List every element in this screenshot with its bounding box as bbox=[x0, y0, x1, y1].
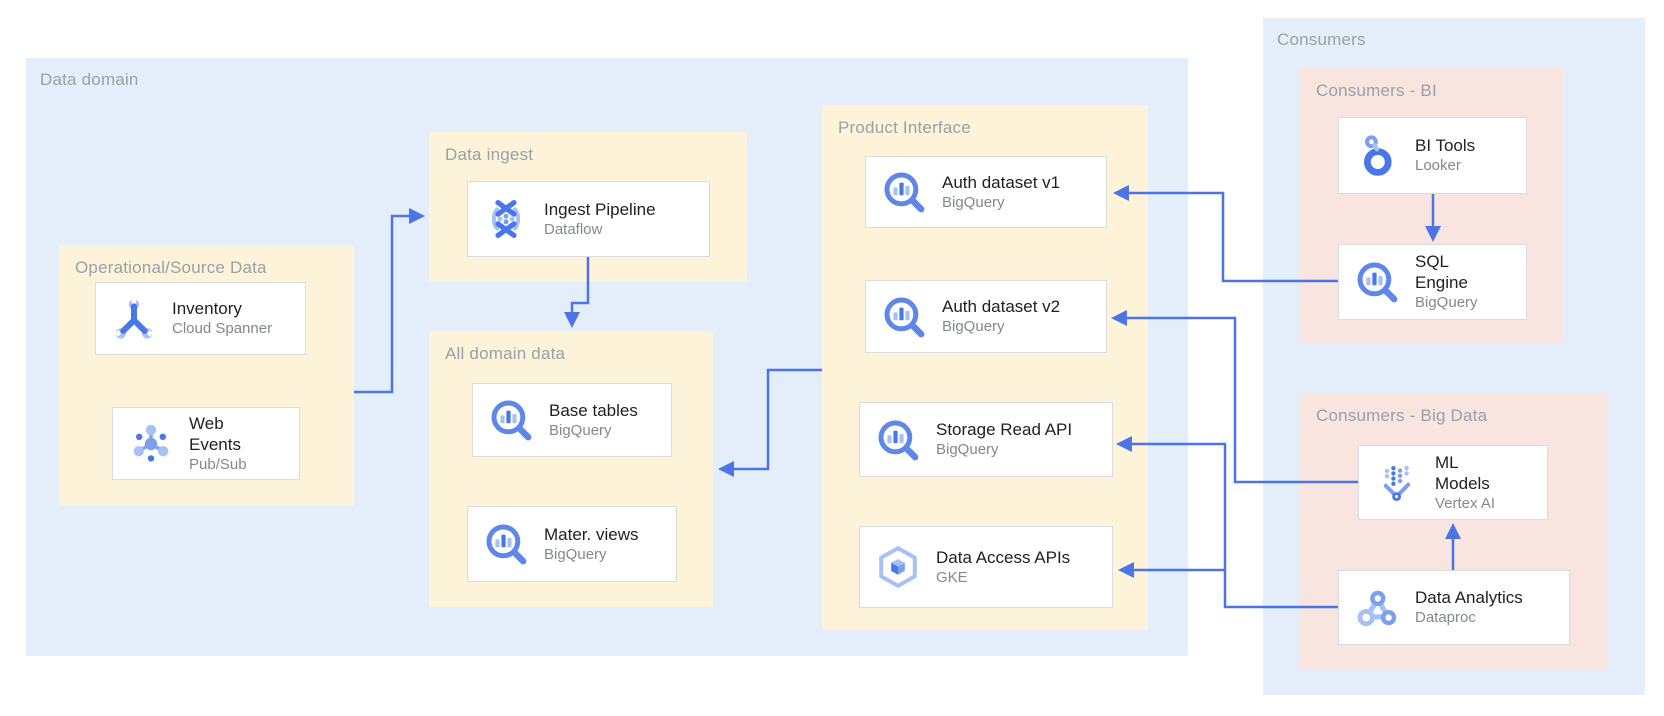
bigquery-icon bbox=[878, 166, 930, 218]
node-data-analytics: Data Analytics Dataproc bbox=[1338, 570, 1570, 645]
group-product-interface-title: Product Interface bbox=[838, 118, 971, 137]
group-product-interface: Product Interface Auth dataset v1 BigQue… bbox=[822, 105, 1148, 630]
node-auth-dataset-v1: Auth dataset v1 BigQuery bbox=[865, 156, 1107, 228]
group-data-ingest: Data ingest Ingest Pipeline Dataflow bbox=[429, 132, 747, 282]
node-web-events: Web Events Pub/Sub bbox=[112, 407, 300, 480]
bigquery-icon bbox=[480, 518, 532, 570]
node-label: Inventory bbox=[172, 299, 242, 318]
dataproc-icon bbox=[1351, 582, 1403, 634]
node-label: Data Access APIs bbox=[936, 547, 1071, 567]
group-consumers-big-data: Consumers - Big Data ML Models Vertex AI… bbox=[1300, 393, 1608, 670]
node-storage-read-api: Storage Read API BigQuery bbox=[859, 402, 1113, 477]
node-sql-engine: SQL Engine BigQuery bbox=[1338, 244, 1527, 320]
node-inventory: Inventory Cloud Spanner bbox=[95, 282, 306, 355]
node-ml-models: ML Models Vertex AI bbox=[1358, 445, 1548, 520]
node-service: Looker bbox=[1415, 157, 1461, 174]
node-service: Dataflow bbox=[544, 220, 603, 238]
node-service: Vertex AI bbox=[1435, 494, 1496, 512]
node-base-tables: Base tables BigQuery bbox=[472, 383, 672, 457]
group-consumers-bi: Consumers - BI BI Tools Looker SQL Engin… bbox=[1300, 68, 1563, 343]
node-ingest-pipeline: Ingest Pipeline Dataflow bbox=[467, 181, 710, 257]
node-service: BigQuery bbox=[549, 421, 612, 439]
node-label: Base tables bbox=[549, 400, 638, 420]
panel-data-domain-title: Data domain bbox=[40, 70, 139, 89]
group-all-domain-title: All domain data bbox=[445, 344, 566, 363]
node-label: Auth dataset v2 bbox=[942, 297, 1061, 316]
node-label: Mater. views bbox=[544, 524, 639, 544]
bigquery-icon bbox=[485, 394, 537, 446]
looker-icon bbox=[1351, 130, 1403, 182]
node-service: GKE bbox=[936, 568, 968, 586]
node-label: ML Models bbox=[1435, 452, 1490, 493]
vertex-ai-icon bbox=[1371, 457, 1423, 509]
dataflow-icon bbox=[480, 193, 532, 245]
cloud-spanner-icon bbox=[108, 293, 160, 345]
node-label: Auth dataset v1 bbox=[942, 172, 1061, 192]
group-consumers-big-data-title: Consumers - Big Data bbox=[1316, 406, 1488, 425]
node-label: Storage Read API bbox=[936, 420, 1073, 439]
group-operational-source-data: Operational/Source Data Inventory Cloud … bbox=[59, 245, 354, 506]
group-consumers-bi-title: Consumers - BI bbox=[1316, 81, 1437, 100]
node-label: SQL Engine bbox=[1415, 252, 1468, 292]
node-label: Ingest Pipeline bbox=[544, 199, 656, 219]
group-all-domain-data: All domain data Base tables BigQuery Mat… bbox=[429, 331, 713, 607]
node-auth-dataset-v2: Auth dataset v2 BigQuery bbox=[865, 280, 1107, 353]
panel-consumers-title: Consumers bbox=[1277, 30, 1366, 49]
node-service: BigQuery bbox=[1415, 294, 1478, 311]
gke-icon bbox=[872, 541, 924, 593]
node-mater-views: Mater. views BigQuery bbox=[467, 506, 677, 582]
bigquery-icon bbox=[872, 414, 924, 466]
node-service: Dataproc bbox=[1415, 609, 1476, 626]
group-operational-title: Operational/Source Data bbox=[75, 258, 267, 277]
group-data-ingest-title: Data ingest bbox=[445, 145, 534, 164]
node-service: BigQuery bbox=[942, 318, 1005, 335]
node-label: Web Events bbox=[189, 413, 241, 454]
node-data-access-apis: Data Access APIs GKE bbox=[859, 526, 1113, 608]
bigquery-icon bbox=[878, 291, 930, 343]
node-label: BI Tools bbox=[1415, 136, 1476, 155]
pubsub-icon bbox=[125, 418, 177, 470]
node-service: Pub/Sub bbox=[189, 455, 247, 473]
node-service: BigQuery bbox=[936, 441, 999, 458]
node-service: BigQuery bbox=[942, 193, 1005, 211]
node-bi-tools: BI Tools Looker bbox=[1338, 117, 1527, 194]
node-service: BigQuery bbox=[544, 545, 607, 563]
bigquery-icon bbox=[1351, 256, 1403, 308]
node-service: Cloud Spanner bbox=[172, 320, 273, 337]
node-label: Data Analytics bbox=[1415, 588, 1523, 607]
